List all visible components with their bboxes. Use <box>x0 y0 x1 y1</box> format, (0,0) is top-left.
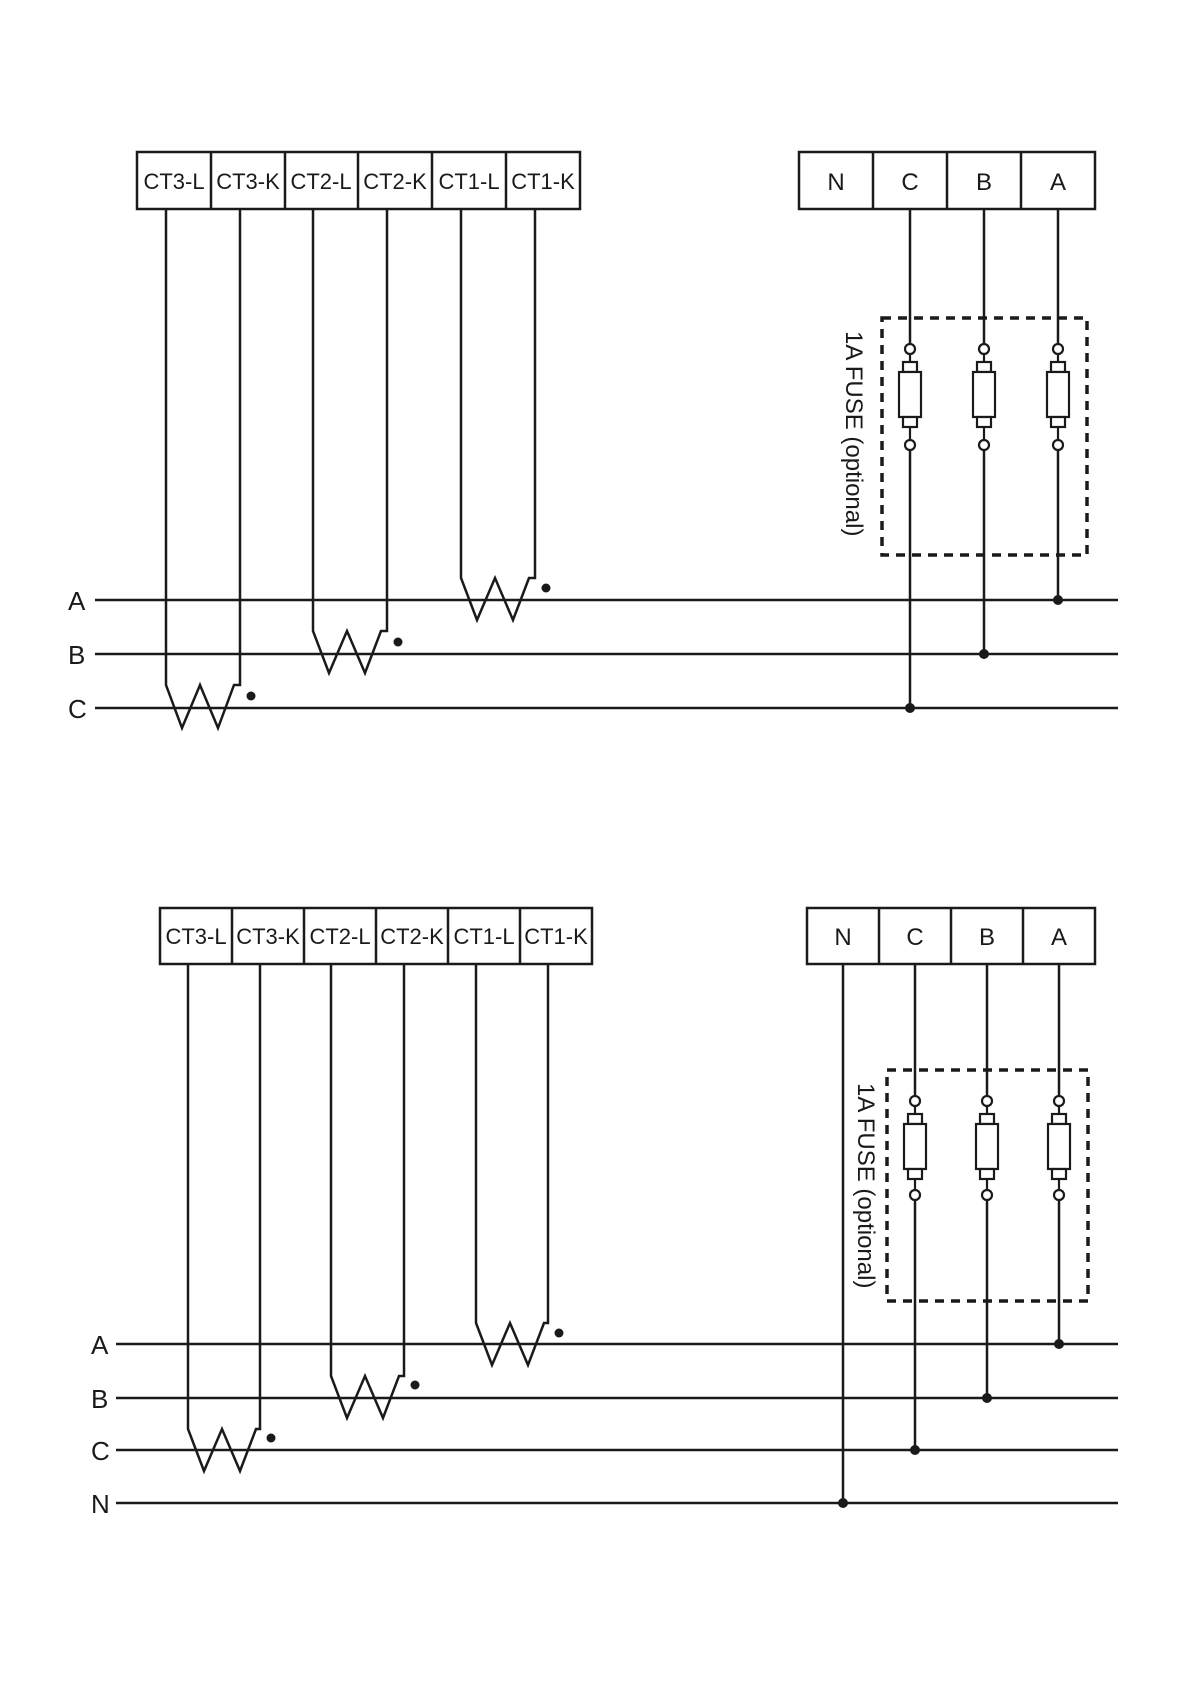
terminal-ct1-l: CT1-L <box>453 924 514 949</box>
line-label-c: C <box>91 1436 110 1466</box>
terminal-ct3-l: CT3-L <box>143 169 204 194</box>
ct1-polarity-dot <box>542 584 551 593</box>
ct3-polarity-dot <box>267 1434 276 1443</box>
ct3-polarity-dot <box>247 692 256 701</box>
junction-c <box>905 703 915 713</box>
ct1-polarity-dot <box>555 1329 564 1338</box>
junction-b <box>979 649 989 659</box>
terminal-ct3-k: CT3-K <box>236 924 300 949</box>
terminal-ct1-l: CT1-L <box>438 169 499 194</box>
terminal-a: A <box>1051 924 1067 951</box>
line-label-a: A <box>91 1330 109 1360</box>
terminal-ct3-l: CT3-L <box>165 924 226 949</box>
terminal-ct1-k: CT1-K <box>511 169 575 194</box>
terminal-a: A <box>1050 169 1066 196</box>
terminal-ct2-l: CT2-L <box>309 924 370 949</box>
terminal-ct2-l: CT2-L <box>290 169 351 194</box>
line-label-a: A <box>68 586 86 616</box>
terminal-ct2-k: CT2-K <box>380 924 444 949</box>
line-label-n: N <box>91 1489 110 1519</box>
junction-a <box>1054 1339 1064 1349</box>
ct2-polarity-dot <box>411 1381 420 1390</box>
line-label-c: C <box>68 694 87 724</box>
line-labels: A B C <box>68 586 87 724</box>
terminal-c: C <box>906 924 923 951</box>
fuse-label: 1A FUSE (optional) <box>840 331 867 536</box>
junction-c <box>910 1445 920 1455</box>
terminal-ct1-k: CT1-K <box>524 924 588 949</box>
junction-b <box>982 1393 992 1403</box>
terminal-ct2-k: CT2-K <box>363 169 427 194</box>
line-label-b: B <box>68 640 85 670</box>
ct2-polarity-dot <box>394 638 403 647</box>
terminal-b: B <box>976 169 992 196</box>
line-label-b: B <box>91 1384 108 1414</box>
terminal-n: N <box>827 169 844 196</box>
terminal-b: B <box>979 924 995 951</box>
terminal-c: C <box>901 169 918 196</box>
fuse-label: 1A FUSE (optional) <box>852 1083 879 1288</box>
terminal-n: N <box>834 924 851 951</box>
junction-n <box>838 1498 848 1508</box>
junction-a <box>1053 595 1063 605</box>
terminal-ct3-k: CT3-K <box>216 169 280 194</box>
